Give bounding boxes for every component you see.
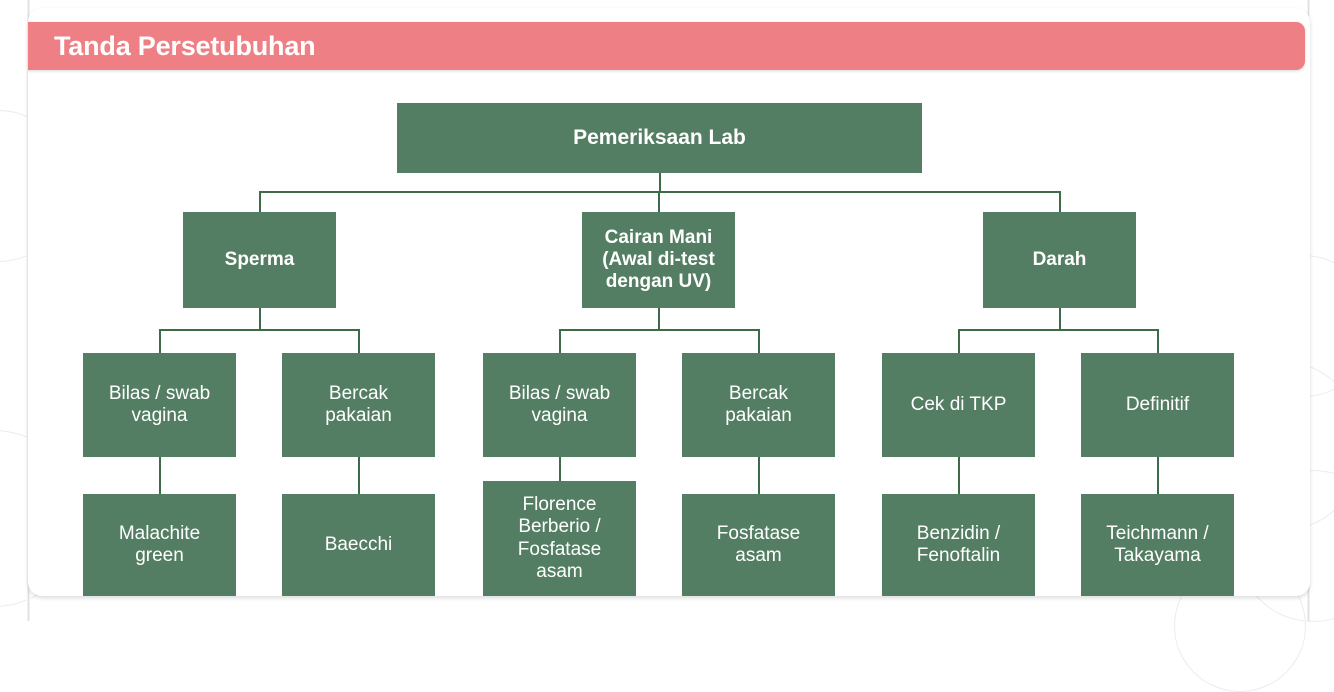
connector-drop-d-cek bbox=[958, 329, 960, 353]
diagram-node-label: Malachite green bbox=[118, 522, 201, 566]
connector-drop-c-bercak bbox=[758, 329, 760, 353]
diagram-node-root[interactable]: Pemeriksaan Lab bbox=[397, 103, 922, 173]
diagram-node-label: Fosfatase asam bbox=[716, 522, 801, 566]
diagram-node-d-cek[interactable]: Cek di TKP bbox=[882, 353, 1035, 457]
connector-drop-sperma bbox=[259, 191, 261, 212]
diagram-node-s-bilas-t[interactable]: Malachite green bbox=[83, 494, 236, 596]
diagram-node-label: Baecchi bbox=[324, 533, 393, 555]
diagram-node-sperma[interactable]: Sperma bbox=[183, 212, 336, 308]
diagram-node-label: Bilas / swab vagina bbox=[108, 382, 211, 426]
connector-stem-root bbox=[659, 173, 661, 191]
connector-bus-darah bbox=[958, 329, 1159, 331]
diagram-node-label: Sperma bbox=[224, 248, 295, 270]
diagram-node-label: Teichmann / Takayama bbox=[1106, 522, 1209, 566]
diagram-node-s-bercak-t[interactable]: Baecchi bbox=[282, 494, 435, 596]
connector-bus-root bbox=[259, 191, 1061, 193]
connector-drop-c-bilas bbox=[559, 329, 561, 353]
connector-stem-sperma bbox=[259, 308, 261, 329]
diagram-node-c-bercak[interactable]: Bercak pakaian bbox=[682, 353, 835, 457]
diagram-node-label: Darah bbox=[1032, 248, 1087, 270]
connector-link-s-bilas-t bbox=[159, 457, 161, 494]
diagram-node-label: Bercak pakaian bbox=[325, 382, 392, 426]
diagram-node-label: Bercak pakaian bbox=[725, 382, 792, 426]
connector-drop-s-bilas bbox=[159, 329, 161, 353]
diagram-node-label: Cairan Mani (Awal di-test dengan UV) bbox=[602, 226, 715, 293]
connector-bus-sperma bbox=[159, 329, 360, 331]
diagram-node-s-bilas[interactable]: Bilas / swab vagina bbox=[83, 353, 236, 457]
connector-bus-cairan bbox=[559, 329, 760, 331]
diagram-node-label: Florence Berberio / Fosfatase asam bbox=[517, 494, 602, 582]
connector-link-c-bercak-t bbox=[758, 457, 760, 494]
diagram-node-d-def-t[interactable]: Teichmann / Takayama bbox=[1081, 494, 1234, 596]
connector-drop-cairan bbox=[658, 191, 660, 212]
diagram-node-d-def[interactable]: Definitif bbox=[1081, 353, 1234, 457]
diagram-node-darah[interactable]: Darah bbox=[983, 212, 1136, 308]
diagram-node-d-cek-t[interactable]: Benzidin / Fenoftalin bbox=[882, 494, 1035, 596]
diagram-node-c-bercak-t[interactable]: Fosfatase asam bbox=[682, 494, 835, 596]
diagram-node-label: Definitif bbox=[1125, 393, 1190, 415]
diagram-node-cairan[interactable]: Cairan Mani (Awal di-test dengan UV) bbox=[582, 212, 735, 308]
connector-link-d-def-t bbox=[1157, 457, 1159, 494]
connector-stem-darah bbox=[1059, 308, 1061, 329]
connector-link-c-bilas-t bbox=[559, 457, 561, 481]
connector-stem-cairan bbox=[658, 308, 660, 329]
diagram-node-s-bercak[interactable]: Bercak pakaian bbox=[282, 353, 435, 457]
connector-link-d-cek-t bbox=[958, 457, 960, 494]
diagram-node-label: Cek di TKP bbox=[910, 393, 1007, 415]
diagram-node-label: Pemeriksaan Lab bbox=[573, 125, 746, 149]
connector-drop-s-bercak bbox=[358, 329, 360, 353]
slide-header-banner: Tanda Persetubuhan bbox=[28, 22, 1305, 70]
page-title: Tanda Persetubuhan bbox=[54, 30, 316, 61]
diagram-node-label: Bilas / swab vagina bbox=[508, 382, 611, 426]
connector-drop-darah bbox=[1059, 191, 1061, 212]
diagram-node-c-bilas-t[interactable]: Florence Berberio / Fosfatase asam bbox=[483, 481, 636, 596]
diagram-node-label: Benzidin / Fenoftalin bbox=[916, 522, 1001, 566]
diagram-node-c-bilas[interactable]: Bilas / swab vagina bbox=[483, 353, 636, 457]
connector-link-s-bercak-t bbox=[358, 457, 360, 494]
connector-drop-d-def bbox=[1157, 329, 1159, 353]
